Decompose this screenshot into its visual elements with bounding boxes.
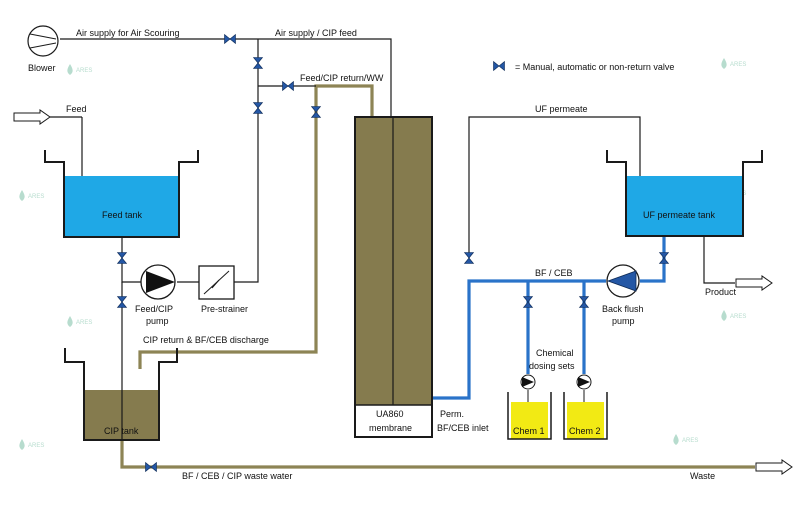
dosing-pump-1-icon[interactable]	[520, 374, 536, 390]
watermark-text: ARES	[76, 68, 92, 74]
back-flush-pump-icon[interactable]	[606, 264, 640, 298]
air-supply-pipe	[60, 38, 392, 117]
dosing-pump-2-icon[interactable]	[576, 374, 592, 390]
product-pipe	[703, 236, 735, 284]
waste-label: Waste	[690, 471, 715, 481]
cip-tank	[64, 348, 178, 441]
valve-icon[interactable]	[464, 252, 474, 264]
watermark-logo: ARES	[721, 310, 746, 321]
valve-icon[interactable]	[117, 296, 127, 308]
feed-tank-water	[64, 176, 179, 237]
permeate-bf-pipe	[432, 279, 606, 400]
blower-label: Blower	[28, 63, 56, 73]
waste-water-label: BF / CEB / CIP waste water	[182, 471, 292, 481]
watermark-text: ARES	[76, 320, 92, 326]
feed-label: Feed	[66, 104, 87, 114]
valve-icon[interactable]	[253, 102, 263, 114]
chem2-tank	[563, 392, 608, 440]
pre-strainer-label: Pre-strainer	[201, 304, 248, 314]
feed-tank	[44, 150, 199, 238]
valve-icon[interactable]	[311, 106, 321, 118]
cip-tank-label: CIP tank	[104, 426, 139, 436]
feed-arrow-icon	[13, 109, 51, 125]
membrane-vessel	[354, 116, 433, 438]
watermark-text: ARES	[28, 194, 44, 200]
valve-icon[interactable]	[659, 252, 669, 264]
waste-pipe	[120, 440, 755, 469]
chem2-label: Chem 2	[569, 426, 601, 436]
cip-return-pipe	[138, 84, 374, 369]
legend-valve-icon	[493, 61, 505, 71]
cip-return-label: CIP return & BF/CEB discharge	[143, 335, 269, 345]
feed-tank-outlet-pipe	[121, 237, 141, 283]
valve-icon[interactable]	[282, 81, 294, 91]
chemical-label-1: Chemical	[536, 348, 574, 358]
uf-tank-outlet-pipe	[640, 236, 666, 283]
feed-cip-pump-label-2: pump	[146, 316, 169, 326]
back-flush-label-1: Back flush	[602, 304, 644, 314]
watermark-text: ARES	[730, 314, 746, 320]
air-cip-feed-label: Air supply / CIP feed	[275, 28, 357, 38]
pre-strainer-icon[interactable]	[198, 265, 235, 300]
valve-icon[interactable]	[523, 296, 533, 308]
feed-cip-pump-icon[interactable]	[140, 264, 176, 300]
chem2-liquid	[567, 402, 604, 439]
uf-permeate-pipe	[468, 116, 641, 258]
watermark-text: ARES	[682, 438, 698, 444]
valve-icon[interactable]	[253, 57, 263, 69]
chemical-label-2: dosing sets	[529, 361, 575, 371]
feed-cip-return-label: Feed/CIP return/WW	[300, 73, 384, 83]
prestrainer-riser-pipe	[234, 39, 259, 283]
watermark-logo: ARES	[673, 434, 698, 445]
valve-icon[interactable]	[579, 296, 589, 308]
valve-icon[interactable]	[145, 462, 157, 472]
membrane-label-2: membrane	[369, 423, 412, 433]
watermark-logo: ARES	[67, 64, 92, 75]
valve-icon[interactable]	[117, 252, 127, 264]
watermark-text: ARES	[28, 443, 44, 449]
watermark-logo: ARES	[721, 58, 746, 69]
product-arrow-icon	[735, 275, 773, 291]
uf-permeate-label: UF permeate	[535, 104, 588, 114]
valve-icon[interactable]	[224, 34, 236, 44]
chem1-liquid	[511, 402, 548, 439]
chem1-tank	[507, 392, 552, 440]
perm-label-2: BF/CEB inlet	[437, 423, 489, 433]
blower-icon[interactable]	[27, 25, 59, 57]
membrane-label-1: UA860	[376, 409, 404, 419]
back-flush-label-2: pump	[612, 316, 635, 326]
watermark-logo: ARES	[67, 316, 92, 327]
watermark-text: ARES	[730, 62, 746, 68]
watermark-logo: ARES	[19, 190, 44, 201]
air-scouring-label: Air supply for Air Scouring	[76, 28, 180, 38]
uf-permeate-tank	[606, 150, 763, 237]
feed-tank-label: Feed tank	[102, 210, 143, 220]
uf-permeate-tank-label: UF permeate tank	[643, 210, 716, 220]
feed-cip-pump-label-1: Feed/CIP	[135, 304, 173, 314]
perm-label-1: Perm.	[440, 409, 464, 419]
watermark-logo: ARES	[19, 439, 44, 450]
waste-arrow-icon	[755, 459, 793, 475]
uf-permeate-tank-water	[626, 176, 743, 236]
chem1-label: Chem 1	[513, 426, 545, 436]
bf-ceb-label: BF / CEB	[535, 268, 573, 278]
product-label: Product	[705, 287, 737, 297]
legend-text: = Manual, automatic or non-return valve	[515, 62, 674, 72]
